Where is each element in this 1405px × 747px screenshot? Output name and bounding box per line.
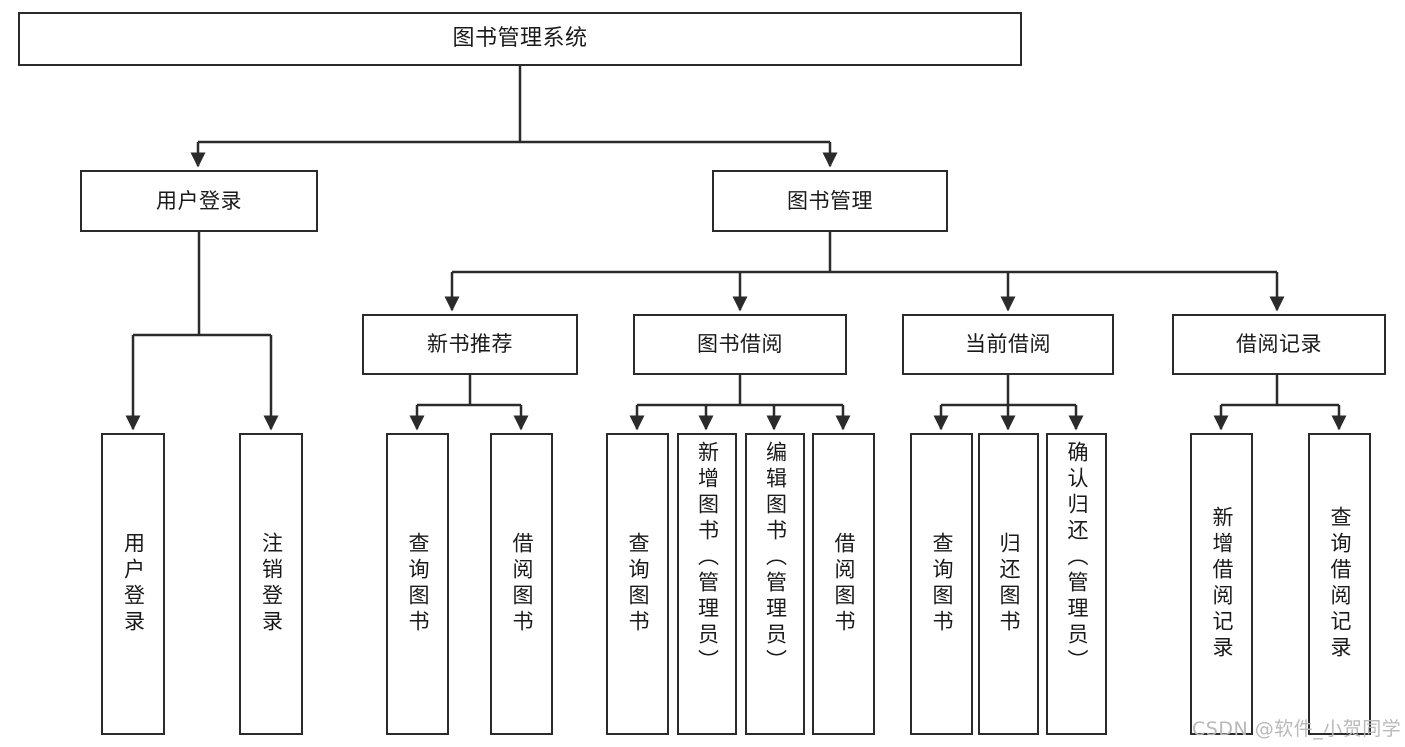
node-book-manage[interactable]: 图书管理 [712,170,948,232]
node-root-system-label: 图书管理系统 [452,26,588,52]
leaf-user-login-login[interactable]: 用户登录 [101,433,165,735]
leaf-book-borrow-add-book-label: 新增图书（管理员） [695,441,720,675]
node-root-system[interactable]: 图书管理系统 [18,12,1022,66]
leaf-book-borrow-borrow-book-label: 借阅图书 [832,532,856,636]
leaf-user-login-logout[interactable]: 注销登录 [239,433,303,735]
leaf-book-borrow-query-book-label: 查询图书 [626,532,650,636]
leaf-new-book-query-book[interactable]: 查询图书 [386,433,449,735]
leaf-current-borrow-query-book[interactable]: 查询图书 [910,433,973,735]
leaf-book-borrow-edit-book[interactable]: 编辑图书（管理员） [745,433,805,735]
node-borrow-record[interactable]: 借阅记录 [1172,314,1386,375]
node-book-borrow-label: 图书借阅 [697,332,783,357]
node-current-borrow[interactable]: 当前借阅 [902,314,1114,375]
leaf-current-borrow-confirm-return-label: 确认归还（管理员） [1065,441,1089,675]
leaf-borrow-record-query-record-label: 查询借阅记录 [1328,506,1352,662]
node-new-book-recommend[interactable]: 新书推荐 [362,314,578,375]
leaf-user-login-logout-label: 注销登录 [259,532,284,636]
node-user-login[interactable]: 用户登录 [80,170,318,232]
csdn-watermark: CSDN @软件_小贺同学 [1192,718,1402,740]
node-borrow-record-label: 借阅记录 [1236,332,1322,357]
leaf-borrow-record-add-record[interactable]: 新增借阅记录 [1190,433,1253,735]
leaf-book-borrow-add-book[interactable]: 新增图书（管理员） [677,433,737,735]
node-user-login-label: 用户登录 [156,188,242,213]
leaf-book-borrow-query-book[interactable]: 查询图书 [606,433,669,735]
leaf-current-borrow-confirm-return[interactable]: 确认归还（管理员） [1046,433,1107,735]
leaf-book-borrow-edit-book-label: 编辑图书（管理员） [763,441,788,675]
leaf-new-book-borrow-book-label: 借阅图书 [510,532,534,636]
leaf-current-borrow-return-book-label: 归还图书 [997,532,1021,636]
node-book-manage-label: 图书管理 [787,188,873,213]
leaf-new-book-query-book-label: 查询图书 [406,532,430,636]
leaf-current-borrow-query-book-label: 查询图书 [930,532,954,636]
node-book-borrow[interactable]: 图书借阅 [633,314,847,375]
node-new-book-recommend-label: 新书推荐 [427,332,513,357]
leaf-new-book-borrow-book[interactable]: 借阅图书 [490,433,553,735]
leaf-borrow-record-add-record-label: 新增借阅记录 [1210,506,1234,662]
node-current-borrow-label: 当前借阅 [965,332,1051,357]
leaf-current-borrow-return-book[interactable]: 归还图书 [978,433,1039,735]
leaf-book-borrow-borrow-book[interactable]: 借阅图书 [812,433,875,735]
leaf-user-login-login-label: 用户登录 [121,532,146,636]
leaf-borrow-record-query-record[interactable]: 查询借阅记录 [1308,433,1371,735]
